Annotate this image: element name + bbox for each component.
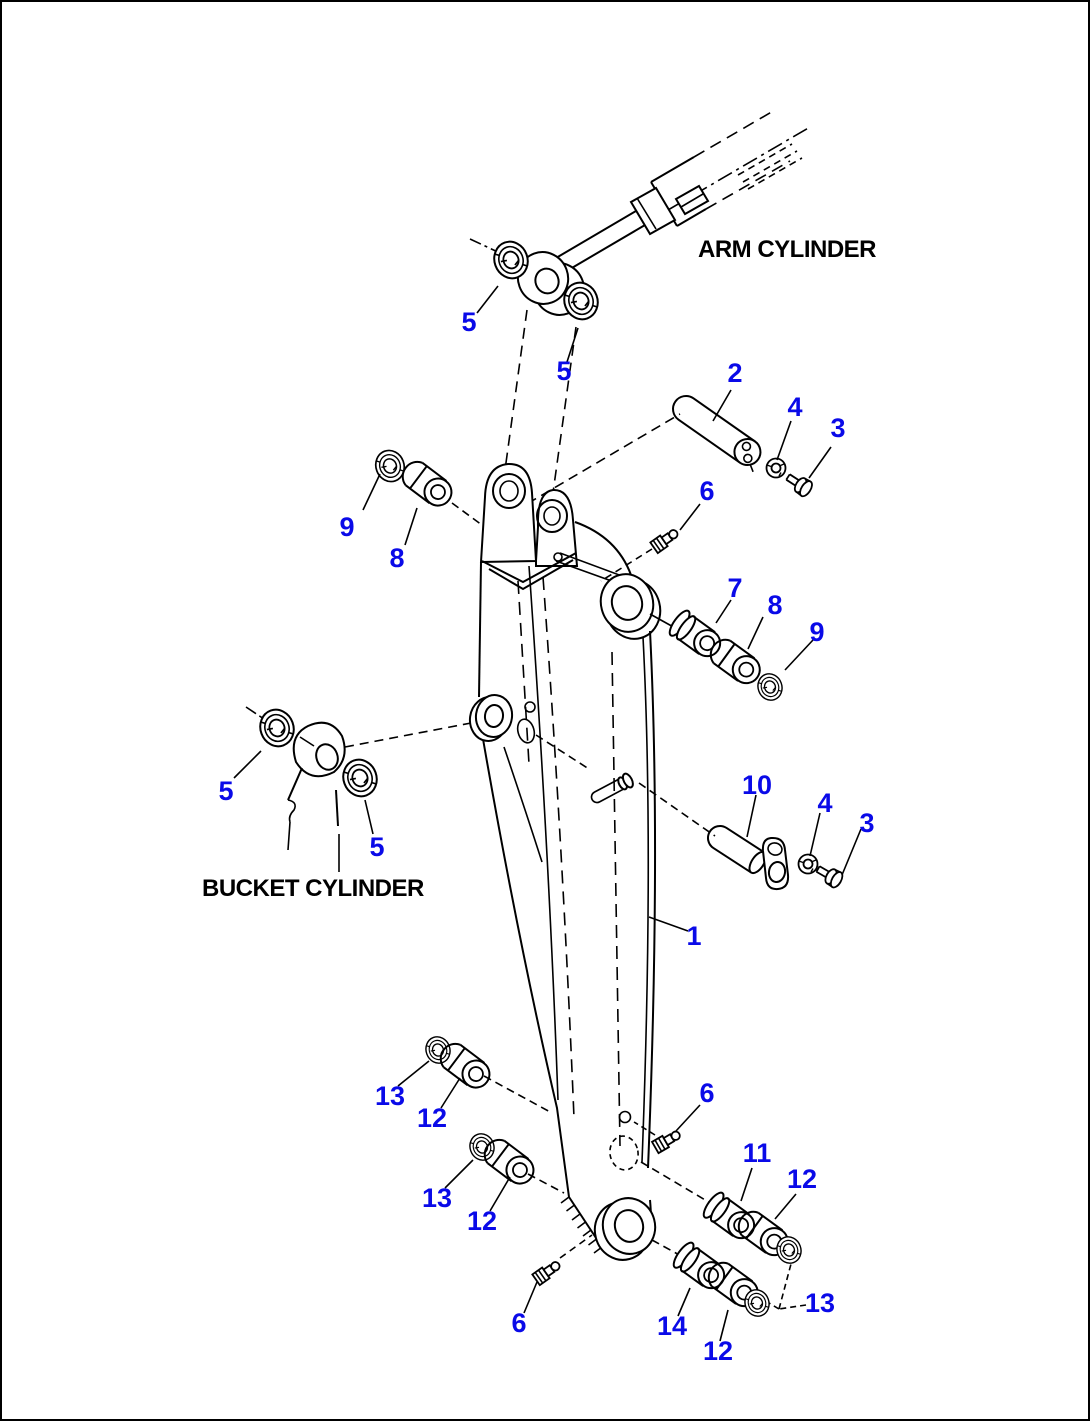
bolt-3-drawing xyxy=(812,860,846,891)
grease-fitting-6-drawing xyxy=(531,1257,564,1286)
bucket-cylinder-drawing xyxy=(245,703,472,872)
grease-fitting-6-drawing xyxy=(649,525,682,554)
bottom-left-parts xyxy=(421,1032,565,1194)
lock-pin-axis xyxy=(535,734,716,837)
arm-right-edge xyxy=(647,630,657,1169)
part-callout: 13 xyxy=(805,1288,835,1318)
bushing-11-drawing xyxy=(699,1188,762,1246)
part-callout: 4 xyxy=(817,788,832,818)
top-pin-parts xyxy=(370,395,816,582)
cylinder-rod xyxy=(287,767,340,872)
bucket-cylinder-foot-boss xyxy=(468,694,514,742)
washer-4-drawing xyxy=(765,457,787,479)
bottom-right-parts xyxy=(640,1161,807,1321)
ring-13-drawing xyxy=(465,1129,499,1165)
callout-leader-lines xyxy=(233,285,862,1342)
pin-2-drawing xyxy=(672,395,762,473)
part-callout: 5 xyxy=(556,356,571,386)
callout-numbers: 5 5 2 4 3 6 9 8 7 8 9 5 5 10 4 3 1 13 12… xyxy=(218,307,874,1366)
cylinder-body xyxy=(629,109,803,236)
part-callout: 12 xyxy=(417,1103,447,1133)
grease-fitting-6-drawing xyxy=(651,1127,684,1155)
boom-pivot-boss xyxy=(599,573,662,640)
part-callout: 6 xyxy=(511,1308,526,1338)
hidden-insertion-line xyxy=(344,722,472,748)
arm-inner-edge xyxy=(528,565,559,1101)
ring-5-drawing xyxy=(254,703,300,753)
ear-pin-hole xyxy=(536,499,568,533)
arm-left-edge-lower xyxy=(482,738,570,1198)
arm-cylinder-drawing xyxy=(469,109,811,501)
arm-drawing xyxy=(468,462,716,1261)
lock-pin-drawing xyxy=(590,772,634,804)
arm-hidden-edges xyxy=(517,576,621,1147)
bushing-hidden-line xyxy=(451,502,487,529)
ear-pin-hole xyxy=(492,473,526,509)
hose-lines xyxy=(737,143,803,190)
part-callout: 12 xyxy=(467,1206,497,1236)
bushing-7-drawing xyxy=(665,606,728,664)
insertion-line xyxy=(527,1173,565,1194)
part-callout: 12 xyxy=(703,1336,733,1366)
part-callout: 6 xyxy=(699,1078,714,1108)
part-callout: 13 xyxy=(375,1081,405,1111)
part-callout: 1 xyxy=(686,921,701,951)
rod-eye xyxy=(516,251,586,316)
part-callout: 5 xyxy=(218,776,233,806)
part-callout: 8 xyxy=(767,590,782,620)
arm-left-edge-upper xyxy=(478,561,482,698)
arm-top-ear-front xyxy=(479,462,538,564)
part-callout: 3 xyxy=(830,413,845,443)
grease-hole xyxy=(618,1110,632,1124)
tip-hatching xyxy=(560,1196,603,1254)
grease-hole xyxy=(524,701,536,713)
bushing-8-drawing xyxy=(396,455,459,513)
part-callout: 8 xyxy=(389,543,404,573)
fitting-hidden-line xyxy=(559,1234,593,1259)
part-callout: 12 xyxy=(787,1164,817,1194)
washer-4-drawing xyxy=(797,853,819,875)
part-callout: 5 xyxy=(369,832,384,862)
insertion-line xyxy=(483,1075,553,1114)
part-callout: 11 xyxy=(743,1138,772,1168)
pin-axis-centerline xyxy=(245,706,265,720)
rod-eye xyxy=(292,721,346,778)
bolt-3-drawing xyxy=(782,468,816,500)
ring-5-drawing xyxy=(337,753,383,803)
part-callout: 9 xyxy=(809,617,824,647)
part-callout: 4 xyxy=(787,392,802,422)
cylinder-gland xyxy=(629,186,677,236)
arm-tip-boss xyxy=(593,1197,657,1261)
part-callout: 3 xyxy=(859,808,874,838)
bushing-14-drawing xyxy=(669,1238,732,1296)
hidden-pin-bore xyxy=(609,1135,639,1171)
cylinder-rod xyxy=(555,210,646,273)
arm-web-edge xyxy=(503,746,543,863)
fitting-hidden-line xyxy=(633,1121,656,1136)
part-callout: 6 xyxy=(699,476,714,506)
part-callout: 7 xyxy=(727,573,742,603)
lock-pin-hole xyxy=(516,718,536,744)
bucket-cylinder-label: BUCKET CYLINDER xyxy=(202,875,424,902)
part-callout: 13 xyxy=(422,1183,452,1213)
part-callout: 2 xyxy=(727,358,742,388)
assembly-titles: ARM CYLINDER BUCKET CYLINDER xyxy=(202,236,877,902)
part-callout: 10 xyxy=(742,770,772,800)
part-callout: 9 xyxy=(339,512,354,542)
lower-grease-fittings xyxy=(531,1121,684,1286)
right-bushing-parts xyxy=(649,606,787,705)
arm-upper-right-outline xyxy=(574,521,632,576)
part-callout: 5 xyxy=(461,307,476,337)
foot-pin-parts xyxy=(707,825,846,891)
cylinder-centerline xyxy=(667,126,811,211)
part-callout: 14 xyxy=(657,1311,687,1341)
forked-leader-13 xyxy=(768,1263,807,1310)
hidden-drop-lines xyxy=(504,309,577,501)
arm-cylinder-label: ARM CYLINDER xyxy=(698,236,876,263)
arm-right-edge-inner xyxy=(641,636,650,1163)
pin-10-drawing xyxy=(707,825,790,891)
